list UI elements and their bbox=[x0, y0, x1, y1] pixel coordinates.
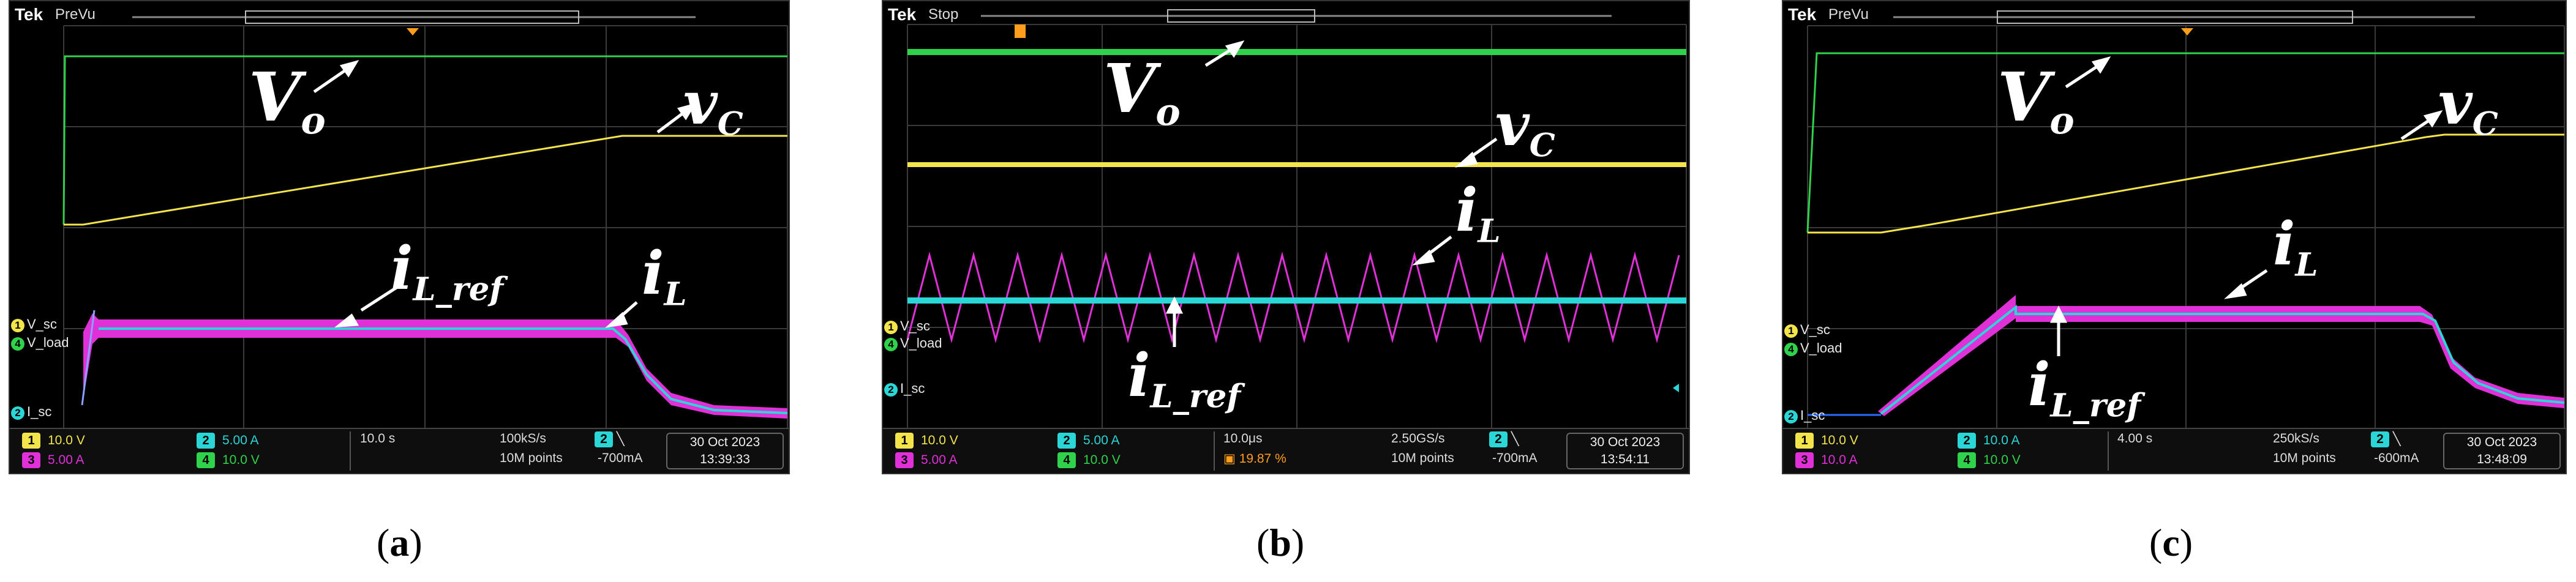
record-length-b: 10M points bbox=[1391, 451, 1454, 465]
timebase-b[interactable]: 10.0μs bbox=[1223, 431, 1263, 446]
label-il-c: iL bbox=[2273, 209, 2318, 284]
scope-topbar-a: Tek PreVu bbox=[10, 1, 789, 26]
caption-b: (b) bbox=[1256, 521, 1305, 564]
timebase-c[interactable]: 4.00 s bbox=[2117, 431, 2153, 446]
sample-rate-c: 250kS/s bbox=[2273, 431, 2319, 446]
label-vc-a: vC bbox=[683, 69, 743, 143]
brand-label-a: Tek bbox=[15, 5, 43, 24]
brand-label-b: Tek bbox=[888, 5, 917, 24]
label-iref-a: iL_ref bbox=[391, 234, 504, 308]
label-iref-b: iL_ref bbox=[1128, 341, 1241, 416]
label-iref-c: iL_ref bbox=[2028, 350, 2141, 425]
scope-topbar-c: Tek PreVu bbox=[1783, 1, 2566, 26]
sample-rate-a: 100kS/s bbox=[500, 431, 546, 446]
label-vc-b: vC bbox=[1495, 90, 1555, 165]
brand-label-c: Tek bbox=[1788, 5, 1817, 24]
label-il-a: iL bbox=[642, 239, 687, 313]
acq-mode-b: Stop bbox=[928, 6, 959, 23]
trigger-position-b[interactable]: ▣ 19.87 % bbox=[1223, 452, 1286, 466]
waveform-area-c bbox=[1806, 10, 2565, 430]
label-vc-c: vC bbox=[2438, 69, 2498, 143]
record-length-c: 10M points bbox=[2273, 451, 2336, 465]
trigger-level-b[interactable]: -700mA bbox=[1492, 451, 1538, 465]
waveform-area-a bbox=[62, 10, 788, 430]
acq-mode-c: PreVu bbox=[1828, 6, 1869, 23]
label-vo-b: Vo bbox=[1103, 49, 1181, 135]
record-length-a: 10M points bbox=[500, 451, 563, 465]
caption-a: (a) bbox=[377, 521, 422, 564]
waveform-area-b bbox=[906, 9, 1687, 430]
label-vo-a: Vo bbox=[249, 58, 326, 143]
trigger-source-b[interactable]: 2 ╲ bbox=[1489, 431, 1519, 447]
trigger-source-a[interactable]: 2 ╲ bbox=[595, 431, 624, 447]
caption-c: (c) bbox=[2149, 521, 2193, 564]
scope-topbar-b: Tek Stop bbox=[883, 1, 1689, 26]
timebase-a[interactable]: 10.0 s bbox=[360, 431, 396, 446]
trigger-source-c[interactable]: 2 ╲ bbox=[2371, 431, 2400, 447]
sample-rate-b: 2.50GS/s bbox=[1391, 431, 1445, 446]
trigger-level-a[interactable]: -700mA bbox=[598, 451, 643, 465]
label-il-b: iL bbox=[1455, 176, 1501, 250]
trigger-level-c[interactable]: -600mA bbox=[2374, 451, 2419, 465]
acq-mode-a: PreVu bbox=[55, 6, 96, 23]
label-vo-c: Vo bbox=[1997, 58, 2075, 143]
